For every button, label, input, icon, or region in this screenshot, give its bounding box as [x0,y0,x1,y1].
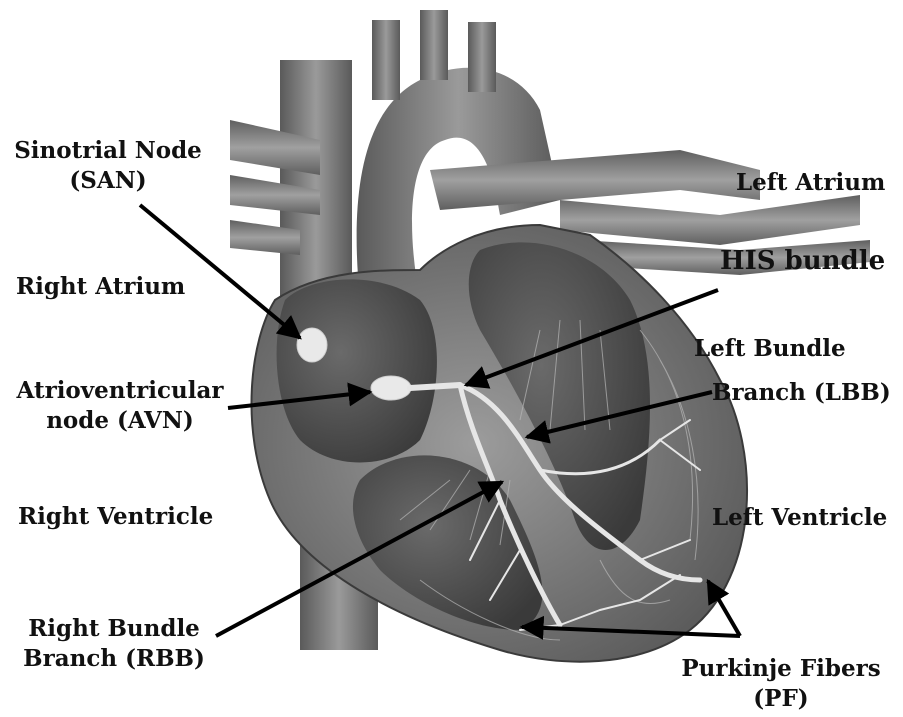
label-pf-line2: (PF) [676,684,886,714]
label-san-line2: (SAN) [12,166,204,196]
av-node [371,376,411,400]
label-left-atrium: Left Atrium [736,168,885,198]
label-left-ventricle: Left Ventricle [712,503,887,533]
label-right-ventricle: Right Ventricle [18,502,213,532]
label-lbb-line1: Left Bundle [694,334,846,364]
pulmonary-artery [430,150,760,210]
label-avn-line2: node (AVN) [10,406,230,436]
label-lbb-line2: Branch (LBB) [712,378,891,408]
label-san-line1: Sinotrial Node [12,136,204,166]
label-rbb: Right Bundle Branch (RBB) [10,614,218,674]
his-bundle-path [410,385,460,388]
right-atrium-chamber [277,279,437,462]
label-avn: Atrioventricular node (AVN) [10,376,230,436]
label-avn-line1: Atrioventricular [10,376,230,406]
superior-vena-cava [280,60,352,310]
label-pf: Purkinje Fibers (PF) [676,654,886,714]
label-his-bundle: HIS bundle [720,246,885,276]
label-rbb-line1: Right Bundle [10,614,218,644]
label-right-atrium: Right Atrium [16,272,185,302]
label-pf-line1: Purkinje Fibers [676,654,886,684]
sa-node [297,328,327,362]
label-rbb-line2: Branch (RBB) [10,644,218,674]
label-san: Sinotrial Node (SAN) [12,136,204,196]
